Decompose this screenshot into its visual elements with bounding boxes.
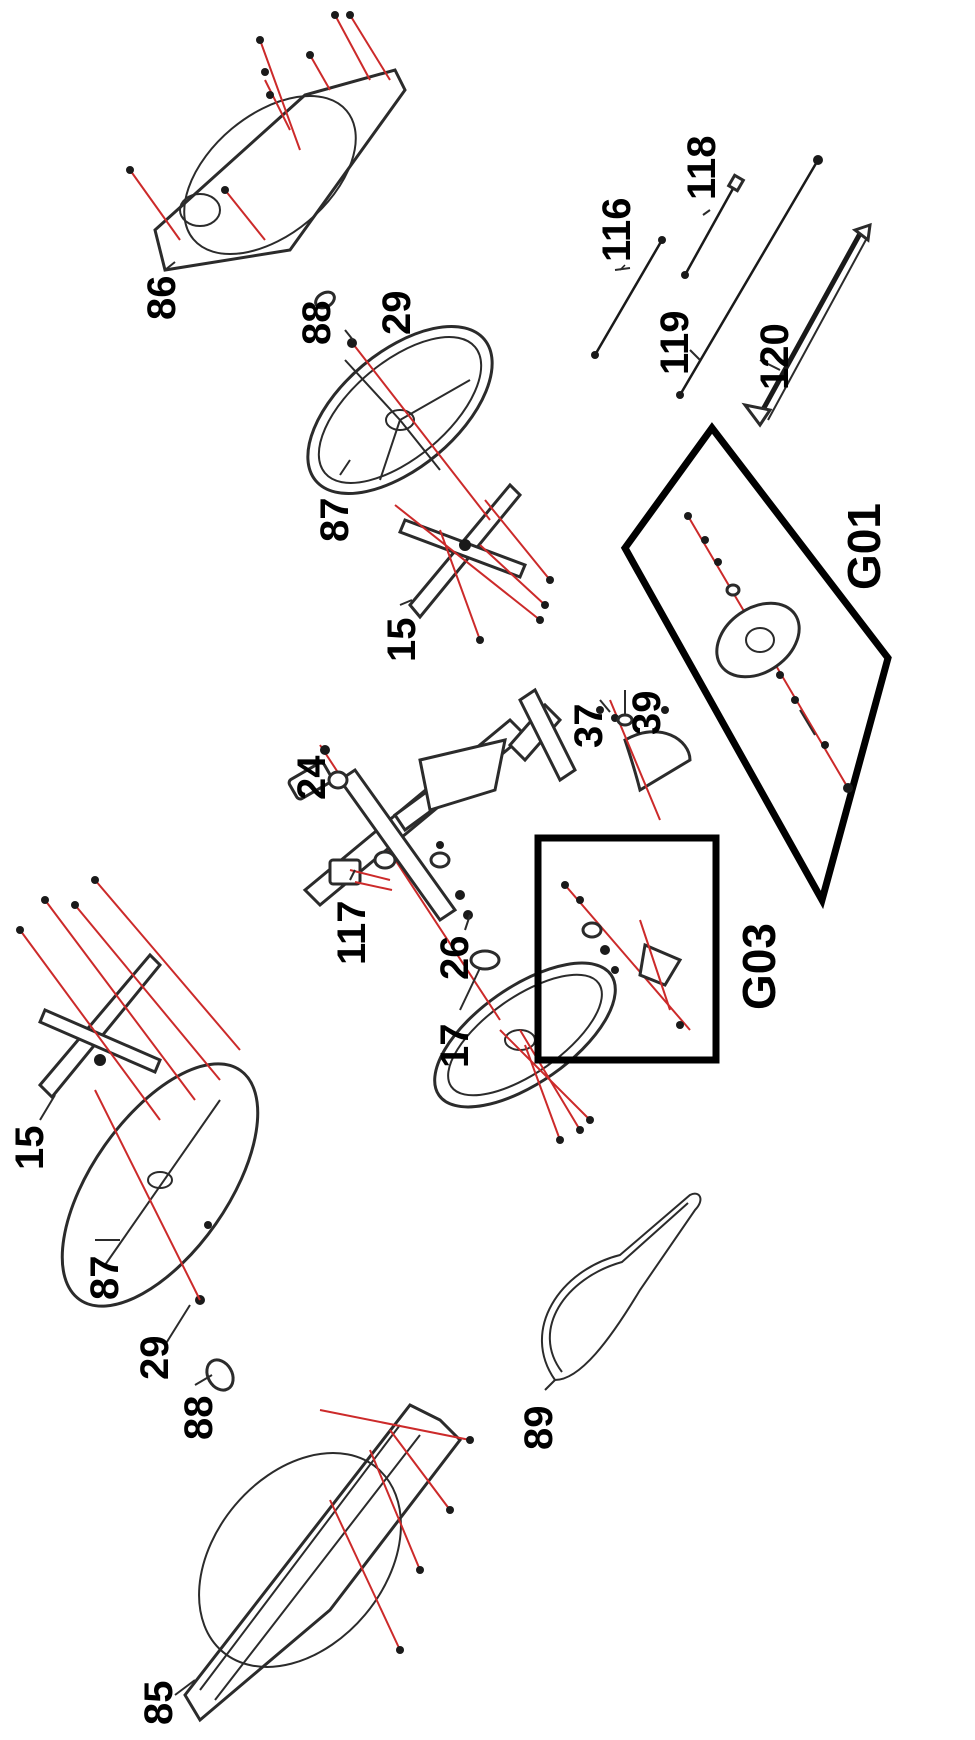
belt-89 bbox=[541, 1192, 702, 1382]
label-88-left: 88 bbox=[177, 1396, 221, 1441]
label-37: 37 bbox=[567, 704, 611, 749]
rod-116 bbox=[591, 236, 666, 359]
cover-86 bbox=[126, 11, 407, 272]
label-116: 116 bbox=[595, 197, 639, 262]
leader-lines bbox=[39, 209, 781, 1696]
label-119: 119 bbox=[653, 310, 697, 375]
part-labels: 85 88 29 87 15 89 17 26 117 24 37 39 15 … bbox=[8, 135, 890, 1725]
label-87-right: 87 bbox=[313, 498, 357, 543]
label-117: 117 bbox=[330, 900, 374, 965]
disc-87-right bbox=[306, 324, 494, 521]
brake-37-39 bbox=[596, 699, 692, 821]
bracket-15-right bbox=[394, 482, 554, 644]
label-g01: G01 bbox=[838, 503, 890, 590]
cap-88-right bbox=[314, 290, 336, 310]
washer-29-right bbox=[347, 338, 357, 348]
rod-118 bbox=[681, 173, 746, 279]
main-frame bbox=[287, 687, 577, 923]
label-118: 118 bbox=[680, 135, 724, 200]
label-87-left: 87 bbox=[83, 1256, 127, 1301]
label-24: 24 bbox=[290, 755, 334, 800]
bracket-15-left bbox=[16, 876, 241, 1301]
label-15-right: 15 bbox=[380, 618, 424, 663]
label-29-right: 29 bbox=[375, 291, 419, 336]
rod-119 bbox=[676, 155, 823, 399]
cover-85 bbox=[183, 1403, 474, 1723]
label-26: 26 bbox=[433, 936, 477, 981]
label-88-right: 88 bbox=[295, 301, 339, 346]
disc-87-left bbox=[60, 1062, 260, 1308]
label-86: 86 bbox=[140, 276, 184, 321]
label-85: 85 bbox=[137, 1681, 181, 1726]
group-g03 bbox=[534, 834, 720, 1064]
cap-88-left bbox=[205, 1358, 235, 1392]
part-24 bbox=[320, 745, 349, 790]
label-29-left: 29 bbox=[133, 1336, 177, 1381]
label-g03: G03 bbox=[733, 923, 785, 1010]
label-17: 17 bbox=[433, 1024, 477, 1069]
label-39: 39 bbox=[625, 691, 669, 736]
pulley-17 bbox=[433, 949, 617, 1144]
label-120: 120 bbox=[753, 323, 797, 390]
label-15-left: 15 bbox=[8, 1126, 52, 1171]
rod-120 bbox=[741, 222, 872, 428]
label-89: 89 bbox=[517, 1406, 561, 1451]
group-g01 bbox=[620, 422, 892, 910]
